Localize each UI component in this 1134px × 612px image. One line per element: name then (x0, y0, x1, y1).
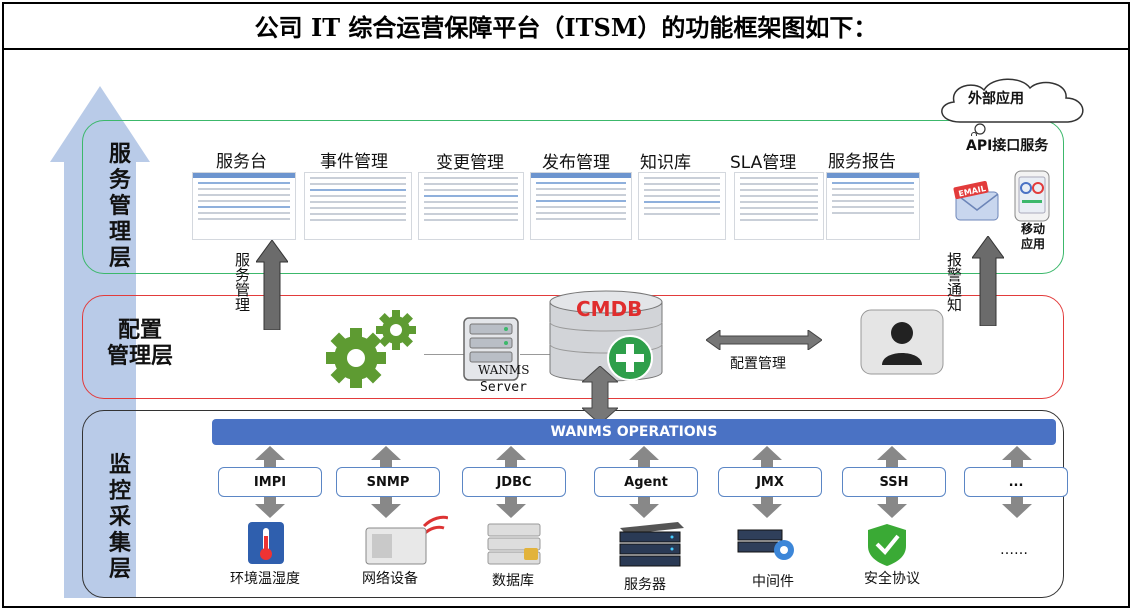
device-label: 安全协议 (864, 571, 920, 587)
protocol-box-jmx: JMX (718, 467, 822, 497)
monitor-layer-title: 监控采集层 (108, 453, 131, 582)
protocol-box-more: ... (964, 467, 1068, 497)
mobile-app-label: 移动应用 (1020, 222, 1045, 251)
device-label: 中间件 (752, 574, 794, 590)
connector-line (520, 354, 550, 355)
module-screenshot (826, 172, 920, 240)
cmdb-label: CMDB (576, 297, 643, 321)
cmdb-ops-arrow (582, 366, 618, 424)
cmdb-database-icon (549, 290, 663, 382)
module-label: 服务台 (216, 152, 267, 172)
protocol-box-ssh: SSH (842, 467, 946, 497)
device-label: 数据库 (492, 573, 534, 589)
thermometer-icon (248, 522, 284, 564)
title-bar: 公司 IT 综合运营保障平台（ITSM）的功能框架图如下： (2, 2, 1130, 50)
module-label: 知识库 (640, 153, 691, 173)
network-device-icon (365, 515, 448, 565)
server-icon (463, 317, 519, 381)
mobile-phone-icon (1014, 170, 1050, 222)
module-screenshot (734, 172, 824, 240)
module-label: 变更管理 (436, 153, 504, 173)
user-avatar-icon (860, 309, 944, 375)
module-screenshot (638, 172, 726, 240)
alarm-notify-arrow (972, 236, 1004, 326)
module-label: 事件管理 (320, 152, 388, 172)
diagram-title: 公司 IT 综合运营保障平台（ITSM）的功能框架图如下： (254, 12, 878, 42)
service-mgmt-arrow (256, 240, 288, 330)
service-mgmt-label: 服务管理 (233, 252, 251, 312)
module-screenshot (530, 172, 632, 240)
protocol-box-jdbc: JDBC (462, 467, 566, 497)
config-layer-title: 配置 管理层 (100, 318, 180, 370)
connector-line (424, 354, 464, 355)
server-label-line1: WANMS (478, 363, 530, 377)
gear-icon (326, 310, 416, 388)
server-label-line2: Server (480, 380, 527, 395)
config-mgmt-label: 配置管理 (730, 356, 786, 372)
config-title-line1: 配置 (117, 318, 162, 343)
operations-bar: WANMS OPERATIONS (212, 419, 1056, 445)
cloud-icon (941, 78, 1084, 136)
service-layer-title: 服务管理层 (108, 142, 131, 271)
security-shield-icon (868, 524, 906, 566)
protocol-box-snmp: SNMP (336, 467, 440, 497)
module-screenshot (418, 172, 524, 240)
database-icon (487, 523, 541, 565)
config-mgmt-arrow (706, 330, 822, 350)
device-label: 环境温湿度 (230, 571, 300, 587)
service-layer-box (82, 120, 1064, 274)
alarm-notify-label: 报警通知 (945, 252, 963, 312)
middleware-icon (737, 529, 794, 560)
protocol-box-impi: IMPI (218, 467, 322, 497)
external-app-label: 外部应用 (968, 91, 1024, 107)
device-label: 网络设备 (362, 571, 418, 587)
module-screenshot (192, 172, 296, 240)
api-service-label: API接口服务 (966, 138, 1049, 154)
server-rack-icon (619, 522, 684, 567)
big-up-arrow (50, 86, 150, 598)
module-label: 发布管理 (542, 153, 610, 173)
module-screenshot (304, 172, 412, 240)
module-label: 服务报告 (828, 152, 896, 172)
module-label: SLA管理 (730, 153, 797, 173)
config-title-line2: 管理层 (106, 344, 173, 369)
protocol-box-agent: Agent (594, 467, 698, 497)
device-label: 服务器 (624, 577, 666, 593)
monitor-layer-box (82, 410, 1064, 598)
device-label: …… (1000, 542, 1028, 558)
email-icon: EMAIL (953, 180, 999, 221)
